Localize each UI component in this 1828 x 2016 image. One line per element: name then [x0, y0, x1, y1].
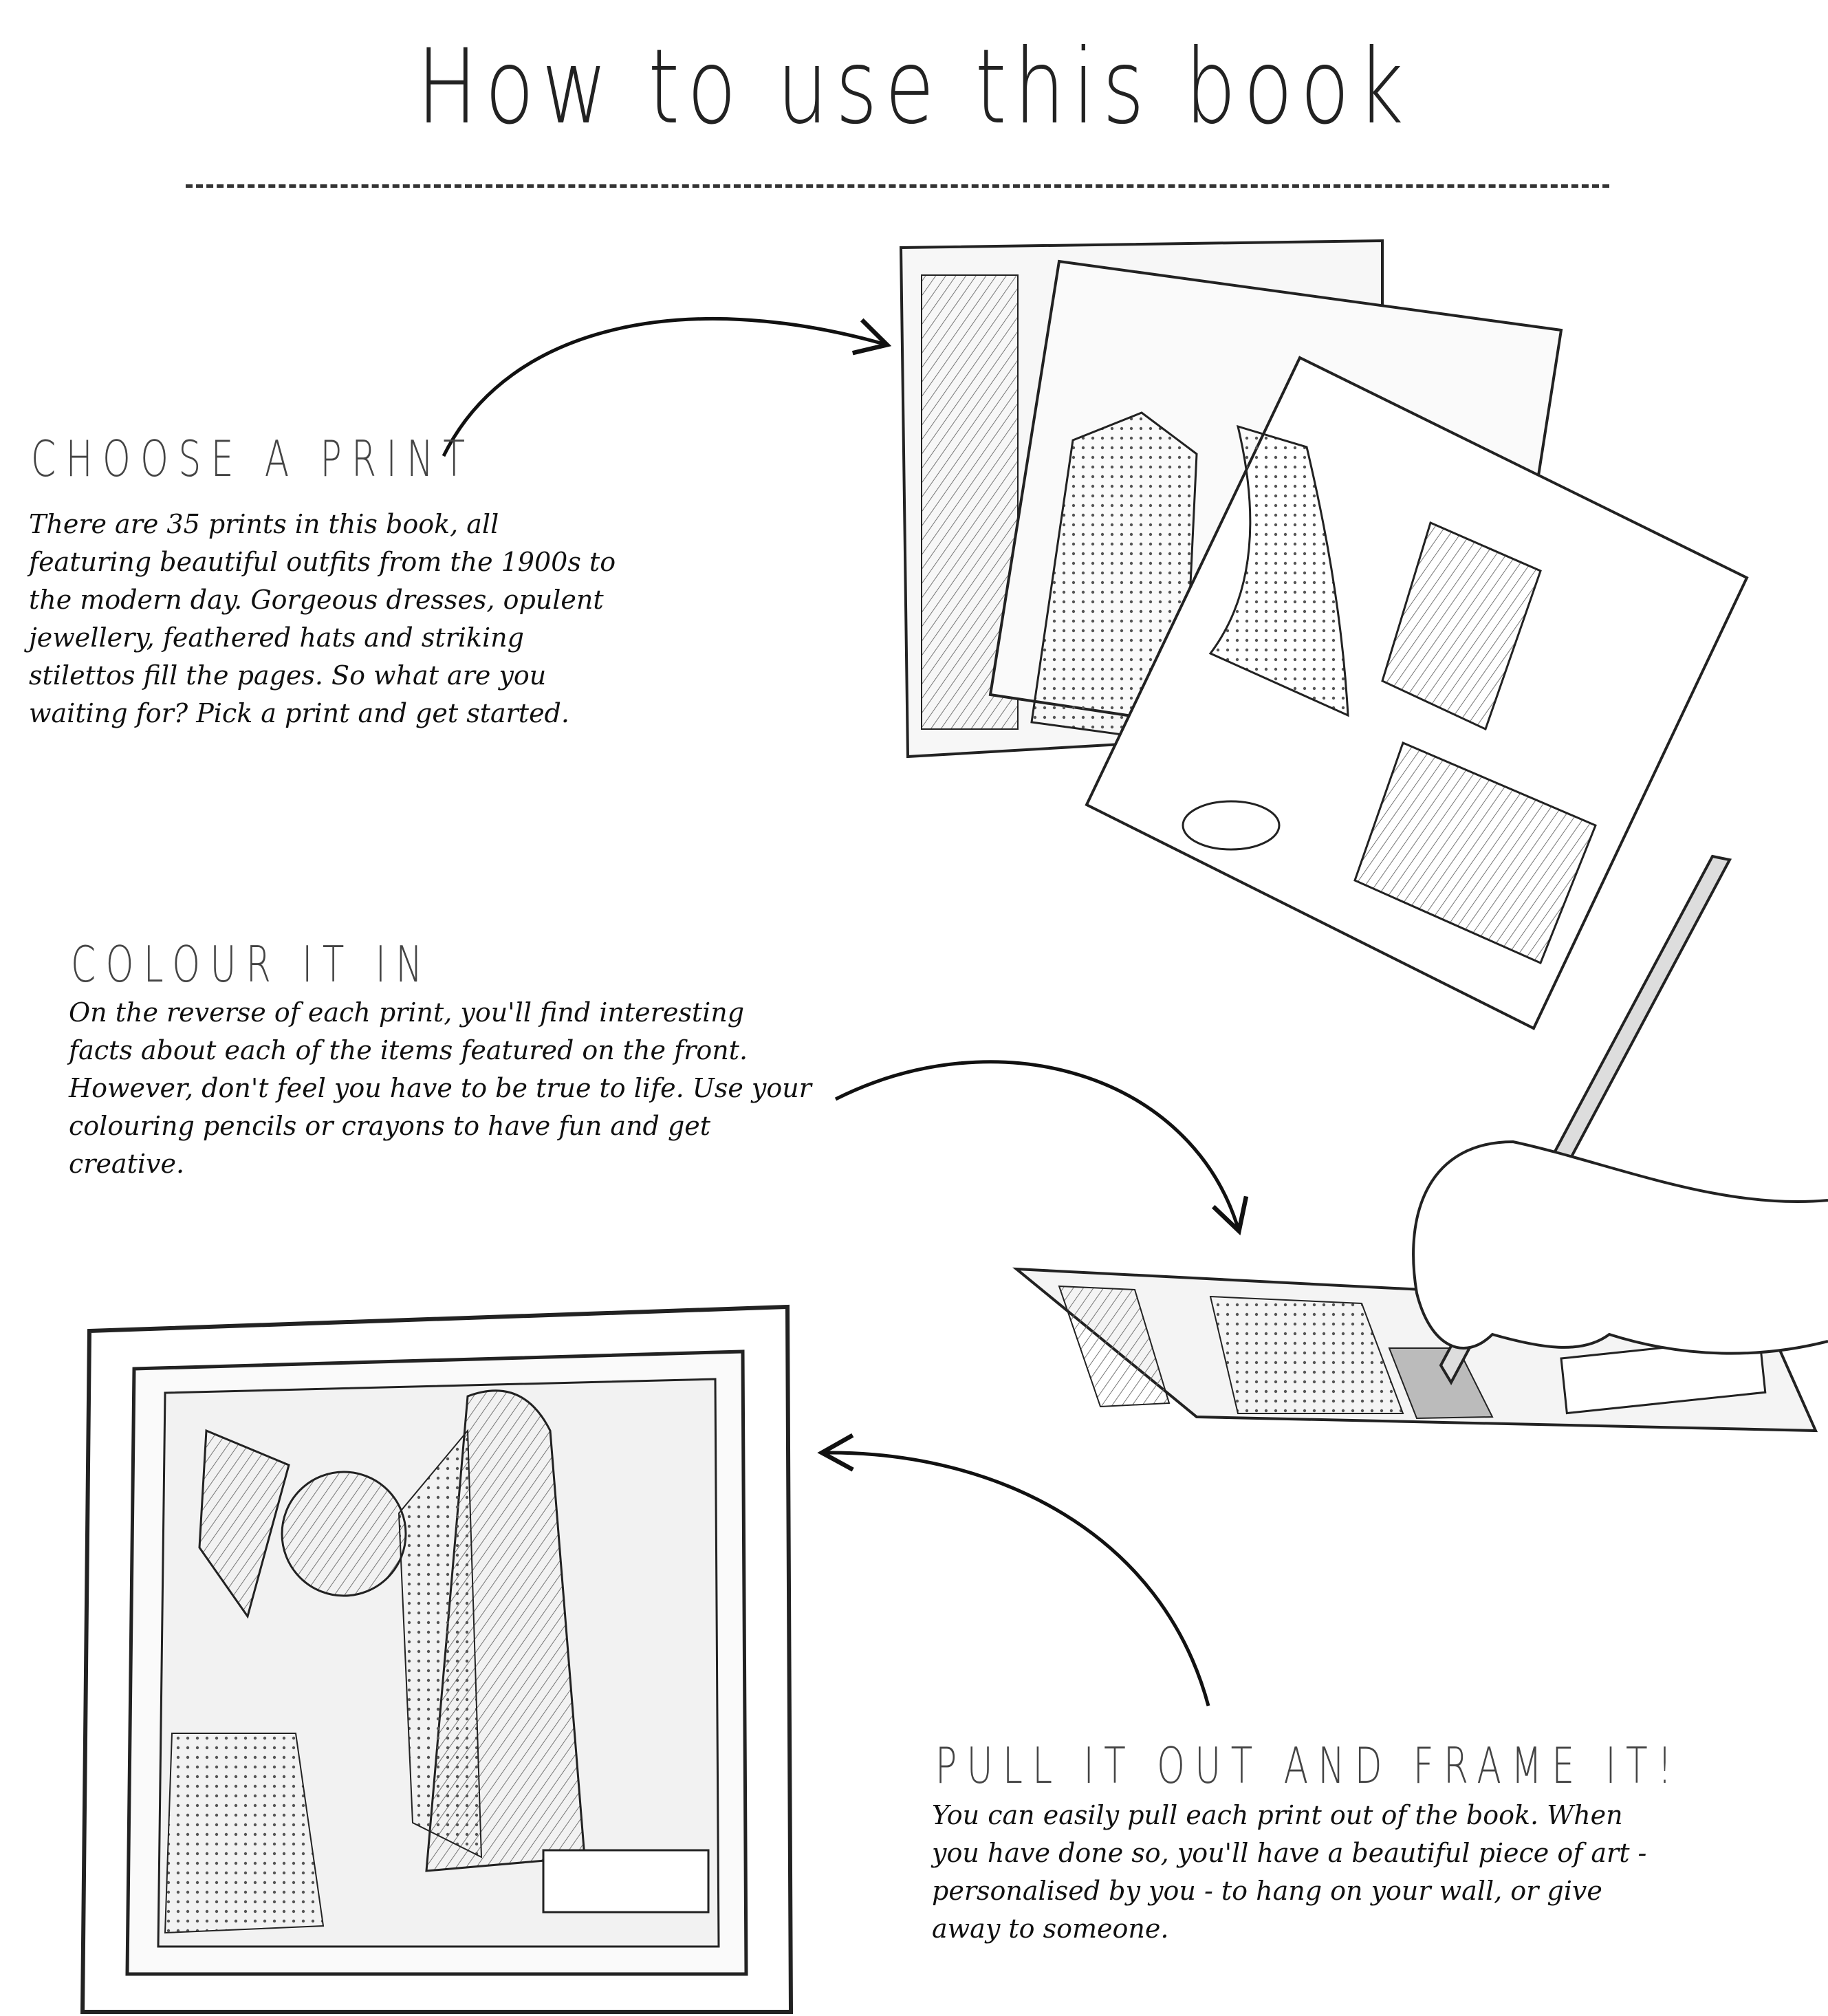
text-colour-it-in: On the reverse of each print, you'll fin…	[69, 997, 812, 1179]
stack-of-prints-illustration	[899, 239, 1749, 1030]
heading-pull-it-out: PULL IT OUT AND FRAME IT!	[935, 1737, 1682, 1795]
arrow-to-frame	[817, 1433, 1210, 1706]
text-choose-a-print: There are 35 prints in this book, all fe…	[29, 509, 616, 728]
page-title: How to use this book	[417, 28, 1411, 147]
heading-colour-it-in: COLOUR IT IN	[71, 935, 433, 993]
arrow-to-colouring	[834, 1060, 1249, 1236]
text-pull-it-out: You can easily pull each print out of th…	[932, 1800, 1647, 1944]
arrow-to-prints	[442, 317, 892, 457]
hand-colouring-illustration	[1012, 854, 1828, 1433]
heading-choose-a-print: CHOOSE A PRINT	[31, 430, 475, 488]
dashed-divider	[186, 184, 1609, 188]
framed-print-illustration	[80, 1304, 794, 2014]
